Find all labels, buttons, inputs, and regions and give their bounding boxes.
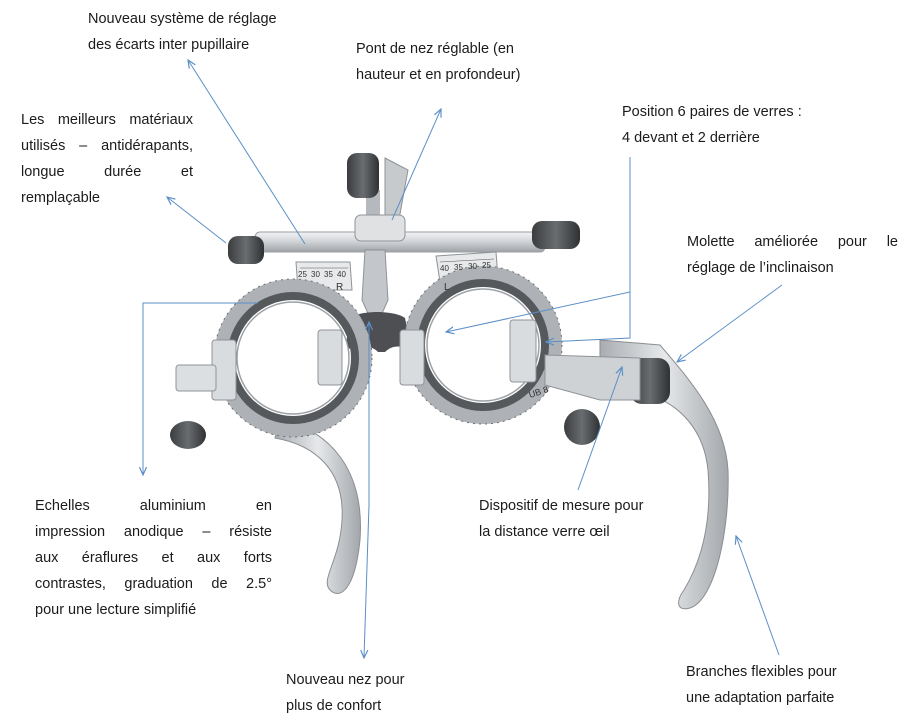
left-temple [274,419,361,594]
arrow-vertex-distance [577,367,622,491]
annotation-line: réglage de l’inclinaison [687,260,834,276]
scale-left-tick: 30 [468,262,477,271]
scale-left-tick: 25 [482,261,491,270]
annotation-line: hauteur et en profondeur) [356,67,521,83]
annotation-line: Branches flexibles pour [686,664,837,680]
side-knob-right [564,409,600,445]
annotation-line: impression anodique – résiste [35,524,272,540]
arrow-nose-pad-down [364,504,370,658]
annotation-line: 4 devant et 2 derrière [622,130,760,146]
lens-ring-left-eye [403,265,563,425]
annotation-materials: Les meilleurs matériaux utilisés – antid… [21,107,193,211]
annotation-vertex-distance: Dispositif de mesure pour la distance ve… [479,493,643,545]
annotation-lens-positions: Position 6 paires de verres : 4 devant e… [622,99,802,151]
annotation-line: Les meilleurs matériaux [21,112,193,128]
side-knob-left [170,364,217,449]
right-temple [599,339,729,610]
scale-right-tick: 25 [298,270,307,279]
annotation-line: Pont de nez réglable (en [356,41,514,57]
tilt-knob [544,354,670,404]
annotation-line: Position 6 paires de verres : [622,104,802,120]
annotation-line: remplaçable [21,190,100,206]
annotation-scales: Echelles aluminium en impression anodiqu… [35,493,272,623]
scale-right-tick: 40 [337,270,346,279]
annotation-line: Molette améliorée pour le [687,234,898,250]
lens-slots-right-eye [211,329,343,401]
annotation-tilt-knob: Molette améliorée pour le réglage de l’i… [687,229,898,281]
annotation-line: Nouveau nez pour [286,672,405,688]
annotation-line: contrastes, graduation de 2.5° [35,576,272,592]
scale-left-tick: 40 [440,264,449,273]
scale-right-tick: 35 [324,270,333,279]
annotation-line: aux éraflures et aux forts [35,550,272,566]
scale-right-tick: 30 [311,270,320,279]
arrow-scales [143,302,258,475]
scale-left-tick: 35 [454,263,463,272]
annotation-line: des écarts inter pupillaire [88,37,250,53]
annotation-line: Dispositif de mesure pour [479,498,644,514]
annotation-line: la distance verre œil [479,524,610,540]
side-marking-r: R [336,282,343,293]
arrow-materials [167,197,227,244]
annotation-line: une adaptation parfaite [686,690,835,706]
annotation-nose-bridge: Pont de nez réglable (en hauteur et en p… [356,36,520,88]
annotation-line: pour une lecture simplifié [35,602,197,618]
annotation-temples: Branches flexibles pour une adaptation p… [686,659,837,711]
callout-arrows [143,60,783,658]
annotation-line: plus de confort [286,698,382,714]
arrow-tilt-knob [677,284,783,362]
scale-right-ticks: 25 30 35 40 [298,270,346,279]
arrow-nose-bridge [391,109,441,221]
annotation-line: utilisés – antidérapants, [21,138,193,154]
ipd-adjust-knob [347,153,409,242]
annotation-line: longue durée et [21,164,193,180]
scale-left-ticks: 40 35 30 25 [440,261,491,273]
annotation-nose-pad: Nouveau nez pour plus de confort [286,667,405,719]
annotation-ipd: Nouveau système de réglage des écarts in… [88,6,277,58]
arrow-ipd [188,60,306,245]
annotation-line: Echelles aluminium en [35,498,272,514]
arrow-temples [736,536,780,656]
lens-slots-left-eye [399,319,537,386]
annotation-line: Nouveau système de réglage [88,11,277,27]
side-marking-l: L [444,282,450,293]
arrow-lens-positions-back [546,292,631,342]
